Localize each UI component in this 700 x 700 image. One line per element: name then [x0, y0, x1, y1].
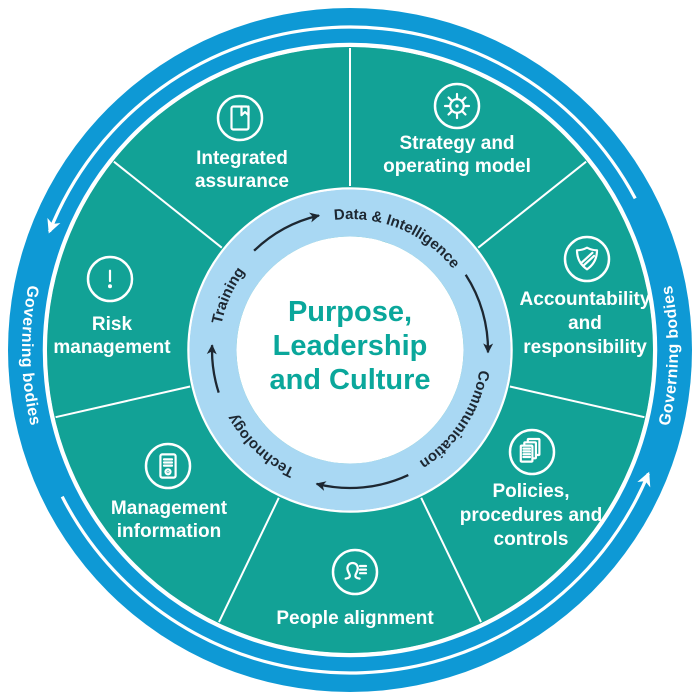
server-icon [144, 442, 192, 490]
segment-label: Strategy and [399, 133, 514, 154]
cycle-arrow-communication-to-technology [315, 474, 409, 491]
segment-label: management [53, 337, 171, 358]
center-title: Purpose, Leadership and Culture [269, 296, 430, 396]
center-title-line: Leadership [273, 330, 428, 362]
helm-icon [433, 82, 481, 130]
segment-label: Risk [92, 314, 133, 335]
segment-label: operating model [383, 156, 531, 177]
segment-label: Accountability [520, 289, 651, 310]
alert-icon [86, 255, 134, 303]
segment-label: People alignment [276, 608, 434, 629]
segment-strategy-operating-model: Strategy and operating model [383, 82, 531, 177]
center-circle [236, 236, 464, 464]
segment-integrated-assurance: Integrated assurance [195, 94, 289, 192]
segment-label: information [117, 521, 222, 542]
segment-accountability-responsibility: Accountability and responsibility [520, 235, 651, 358]
segment-label: Management [111, 498, 228, 519]
segment-label: responsibility [523, 337, 647, 358]
ring-separator [42, 42, 658, 658]
center-title-line: and Culture [269, 364, 430, 396]
shield-icon [563, 235, 611, 283]
segment-dividers [55, 48, 645, 623]
cycle-ring-border [187, 187, 513, 513]
segment-label: procedures and [460, 505, 603, 526]
segment-people-alignment: People alignment [276, 548, 434, 629]
cycle-arrow-training-to-data [253, 212, 320, 252]
segment-label: assurance [195, 171, 289, 192]
segment-label: Policies, [492, 481, 569, 502]
outer-ring-arrow-bottom [60, 471, 651, 675]
person-icon [331, 548, 379, 596]
segment-risk-management: Risk management [53, 255, 171, 358]
segment-management-information: Management information [111, 442, 228, 542]
segment-label: and [568, 313, 602, 334]
book-icon [216, 94, 264, 142]
center-title-line: Purpose, [288, 296, 412, 328]
segment-policies-procedures-controls: Policies, procedures and controls [460, 428, 603, 550]
segment-label: Integrated [196, 148, 288, 169]
segment-label: controls [494, 529, 569, 550]
outer-ring-arrow-top [47, 25, 637, 234]
cycle-arrow-data-to-communication [464, 274, 494, 354]
cycle-arrow-technology-to-training [206, 344, 220, 393]
documents-icon [508, 428, 556, 476]
